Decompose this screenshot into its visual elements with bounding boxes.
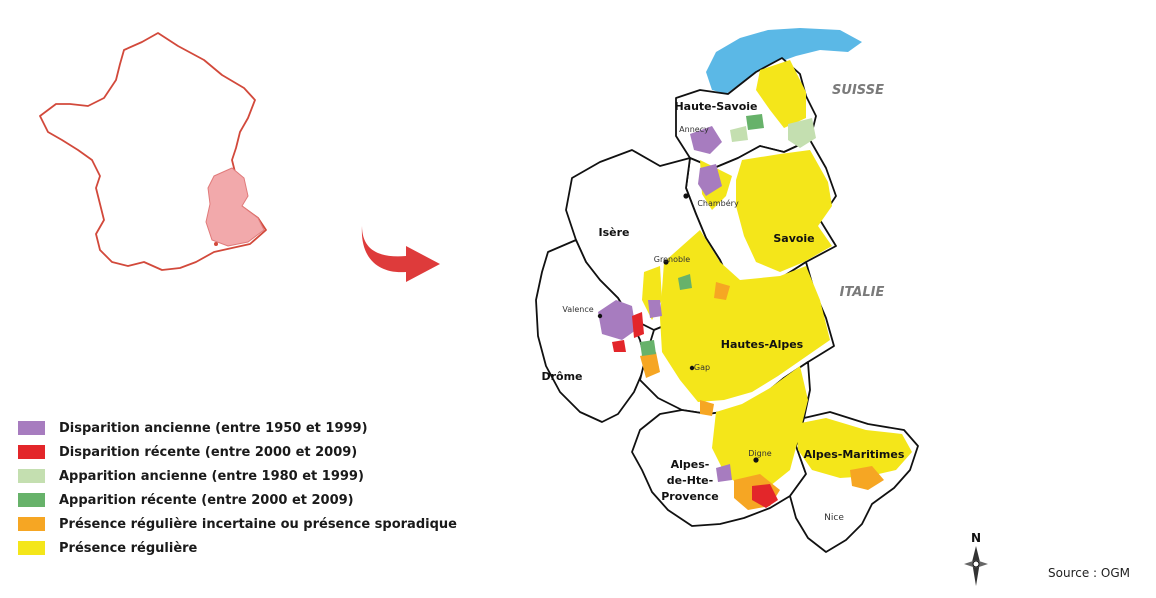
- city-label-digne: Digne: [748, 449, 772, 458]
- department-label-ahp-line2: de-Hte-: [667, 474, 713, 487]
- department-label-ahp-line1: Alpes-: [671, 458, 710, 471]
- department-label-hautes-alpes: Hautes-Alpes: [721, 338, 804, 351]
- city-label-valence: Valence: [562, 305, 593, 314]
- compass-north-letter: N: [971, 531, 981, 545]
- appearance-recent-areas: [640, 114, 764, 356]
- compass-rose: N: [964, 531, 988, 586]
- city-dots: [597, 193, 759, 463]
- lake-geneva: [706, 28, 862, 94]
- department-drome: [535, 239, 647, 423]
- legend-label: Présence régulière: [59, 540, 198, 556]
- country-label-italie: ITALIE: [840, 285, 885, 300]
- legend-label: Disparition récente (entre 2000 et 2009): [59, 444, 358, 460]
- city-label-gap: Gap: [694, 363, 710, 372]
- legend-item-disparition-recente: Disparition récente (entre 2000 et 2009): [18, 440, 457, 464]
- legend-item-presence-reguliere: Présence régulière: [18, 536, 457, 560]
- appearance-old-areas: [730, 118, 816, 148]
- corsica-dot: [214, 242, 218, 246]
- region-highlight: [205, 167, 265, 247]
- legend-item-presence-sporadique: Présence régulière incertaine ou présenc…: [18, 512, 457, 536]
- red-curved-arrow: [361, 226, 440, 282]
- legend-swatch: [18, 469, 45, 483]
- legend-item-disparition-ancienne: Disparition ancienne (entre 1950 et 1999…: [18, 416, 457, 440]
- legend-swatch: [18, 421, 45, 435]
- department-label-isere: Isère: [599, 226, 630, 239]
- disappearance-recent-areas: [612, 312, 778, 508]
- city-label-chambery: Chambéry: [697, 198, 739, 208]
- department-label-drome: Drôme: [541, 370, 582, 383]
- france-inset-map: [39, 32, 267, 271]
- legend-label: Apparition récente (entre 2000 et 2009): [59, 492, 354, 508]
- department-label-alpes-maritimes: Alpes-Maritimes: [804, 448, 905, 461]
- source-credit: Source : OGM: [1048, 566, 1130, 580]
- legend-swatch: [18, 445, 45, 459]
- city-label-nice: Nice: [824, 513, 844, 523]
- presence-regular-areas: [642, 60, 912, 488]
- map-legend: Disparition ancienne (entre 1950 et 1999…: [18, 416, 457, 560]
- department-label-haute-savoie: Haute-Savoie: [674, 100, 757, 113]
- country-label-suisse: SUISSE: [832, 83, 884, 98]
- legend-swatch: [18, 517, 45, 531]
- legend-swatch: [18, 541, 45, 555]
- legend-item-apparition-ancienne: Apparition ancienne (entre 1980 et 1999): [18, 464, 457, 488]
- legend-label: Disparition ancienne (entre 1950 et 1999…: [59, 420, 368, 436]
- legend-swatch: [18, 493, 45, 507]
- disappearance-old-areas: [598, 126, 732, 482]
- legend-label: Apparition ancienne (entre 1980 et 1999): [59, 468, 364, 484]
- legend-item-apparition-recente: Apparition récente (entre 2000 et 2009): [18, 488, 457, 512]
- city-label-grenoble: Grenoble: [654, 255, 691, 264]
- department-label-savoie: Savoie: [773, 232, 814, 245]
- department-label-ahp-line3: Provence: [661, 490, 719, 503]
- city-label-annecy: Annecy: [679, 125, 709, 134]
- legend-label: Présence régulière incertaine ou présenc…: [59, 516, 457, 532]
